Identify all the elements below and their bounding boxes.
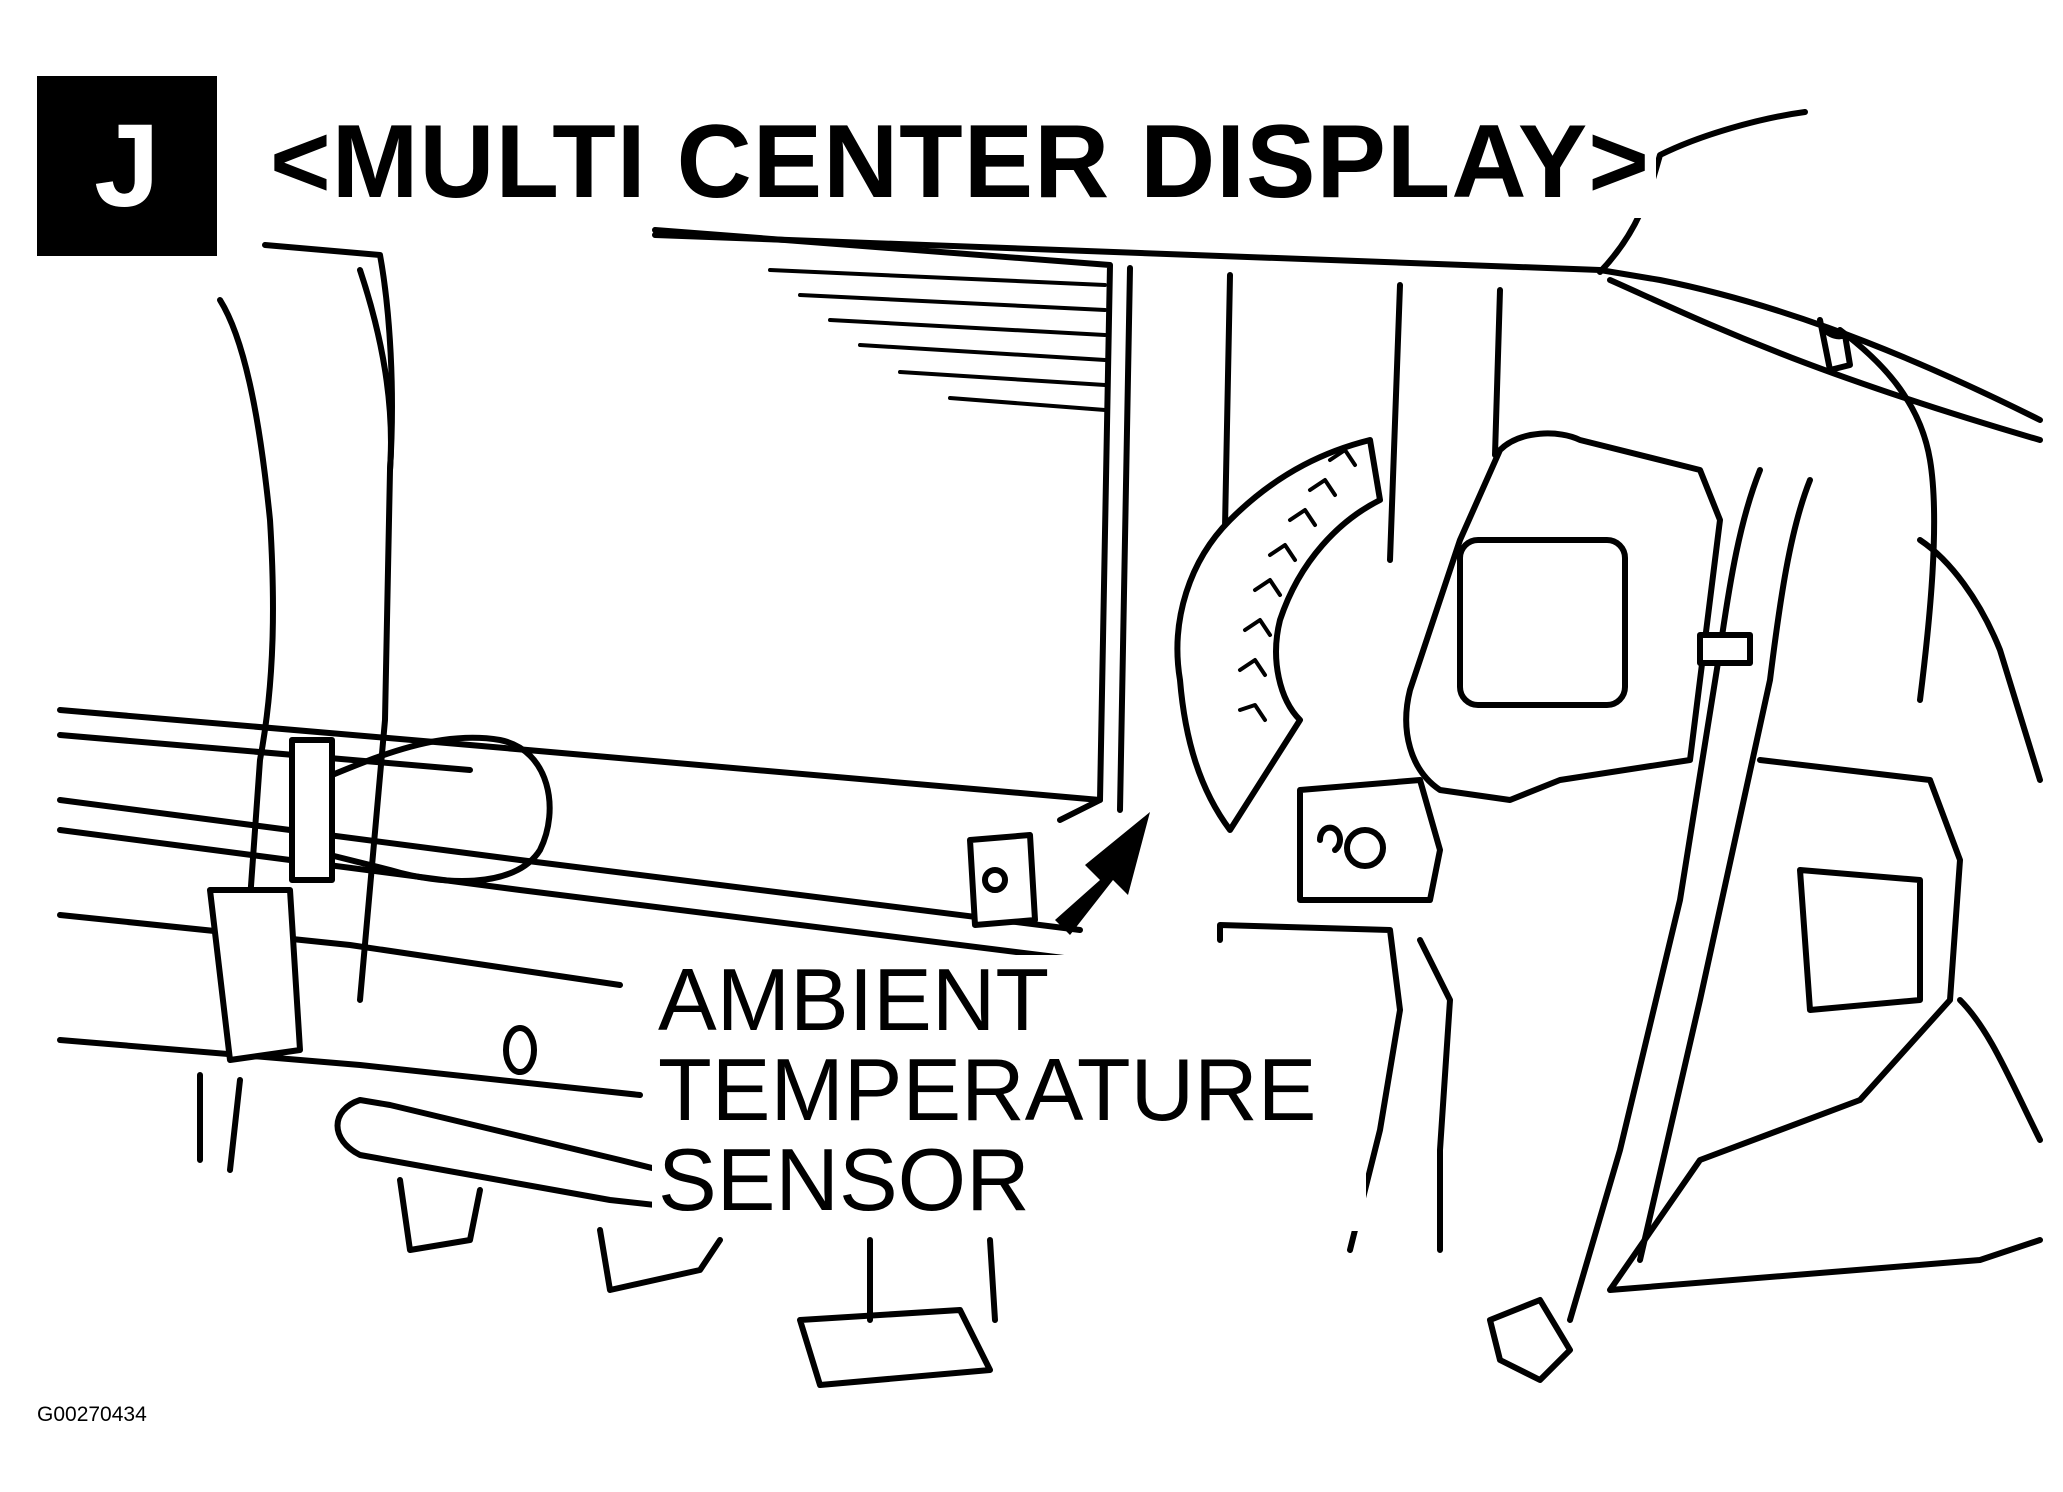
callout-line-1: AMBIENT: [658, 950, 1050, 1049]
plate-lower-tab: [1297, 777, 1443, 903]
rail-mid: [57, 732, 473, 773]
callout-arrow: [1055, 812, 1150, 935]
callout-line-2: TEMPERATURE: [658, 1040, 1317, 1139]
cable-clamp: [1697, 632, 1753, 666]
right-lower-bracket: [1797, 867, 1923, 1013]
radiator-fin-3: [828, 318, 1107, 337]
lower-center-box: [1217, 922, 1403, 1253]
center-post-3: [1492, 287, 1503, 458]
gear-tooth-7: [1238, 658, 1267, 677]
figure-title: <MULTI CENTER DISPLAY>: [264, 106, 1656, 218]
right-bracket-line: [1917, 537, 2043, 783]
upper-panel-edge: [652, 232, 2043, 423]
lower-leg: [867, 1237, 998, 1323]
harness-cable: [1837, 327, 1938, 703]
splash-guard: [334, 1097, 703, 1213]
lower-foot: [797, 1307, 993, 1388]
section-letter-badge: J: [37, 76, 217, 256]
right-edge-detail: [1957, 997, 2043, 1143]
gear-tooth-6: [1243, 618, 1272, 637]
left-bracket: [207, 887, 303, 1063]
rail-bottom: [57, 827, 1083, 963]
harness-cable-3: [1637, 477, 1813, 1263]
hose-clamp: [289, 737, 335, 883]
beam-lower-edge: [57, 912, 623, 988]
plate-hole-2: [1316, 824, 1343, 853]
rail-low: [57, 797, 1083, 933]
ambient-temperature-sensor-callout: AMBIENT TEMPERATURE SENSOR: [652, 955, 1366, 1231]
beam-hole: [503, 1025, 537, 1075]
rail-top: [57, 707, 1103, 803]
gear-tooth-3: [1288, 508, 1317, 527]
gear-tooth-1: [1328, 448, 1357, 467]
gear-tooth-8: [1238, 703, 1267, 722]
lower-center-edge: [1417, 937, 1453, 1253]
beam-lower-edge-2: [57, 1037, 643, 1098]
gear-tooth-2: [1308, 478, 1337, 497]
radiator-fin-2: [798, 293, 1107, 312]
left-pillar-slot: [357, 267, 394, 473]
left-pillar-inner: [262, 242, 395, 1003]
center-post-2: [1387, 282, 1403, 563]
gear-tooth-5: [1253, 578, 1282, 597]
radiator-fin-6: [948, 396, 1107, 412]
callout-line-3: SENSOR: [658, 1130, 1030, 1229]
radiator-fin-1: [768, 268, 1107, 287]
splash-tab-1: [397, 1177, 483, 1253]
hose-loop: [317, 734, 553, 885]
gear-tooth-4: [1268, 543, 1297, 562]
plate-window: [1457, 537, 1628, 708]
upper-right-ridge: [1607, 277, 2043, 443]
beam-underside: [197, 1072, 243, 1173]
figure-id: G00270434: [37, 1403, 147, 1426]
harness-connector: [1487, 1297, 1573, 1383]
sensor-bracket-hole: [982, 867, 1008, 893]
radiator-outline: [652, 227, 1113, 823]
upper-curve-panel: [1597, 109, 1808, 275]
plate-hole-1: [1344, 827, 1386, 869]
right-lower-frame: [1607, 757, 2043, 1293]
radiator-fin-4: [858, 343, 1107, 362]
radiator-fin-5: [898, 370, 1107, 387]
harness-clip: [1817, 317, 1853, 373]
splash-tab-2: [597, 1227, 723, 1293]
left-pillar-outer: [217, 297, 276, 1053]
radiator-right-edge: [1117, 265, 1133, 813]
gear-housing: [1174, 437, 1383, 833]
